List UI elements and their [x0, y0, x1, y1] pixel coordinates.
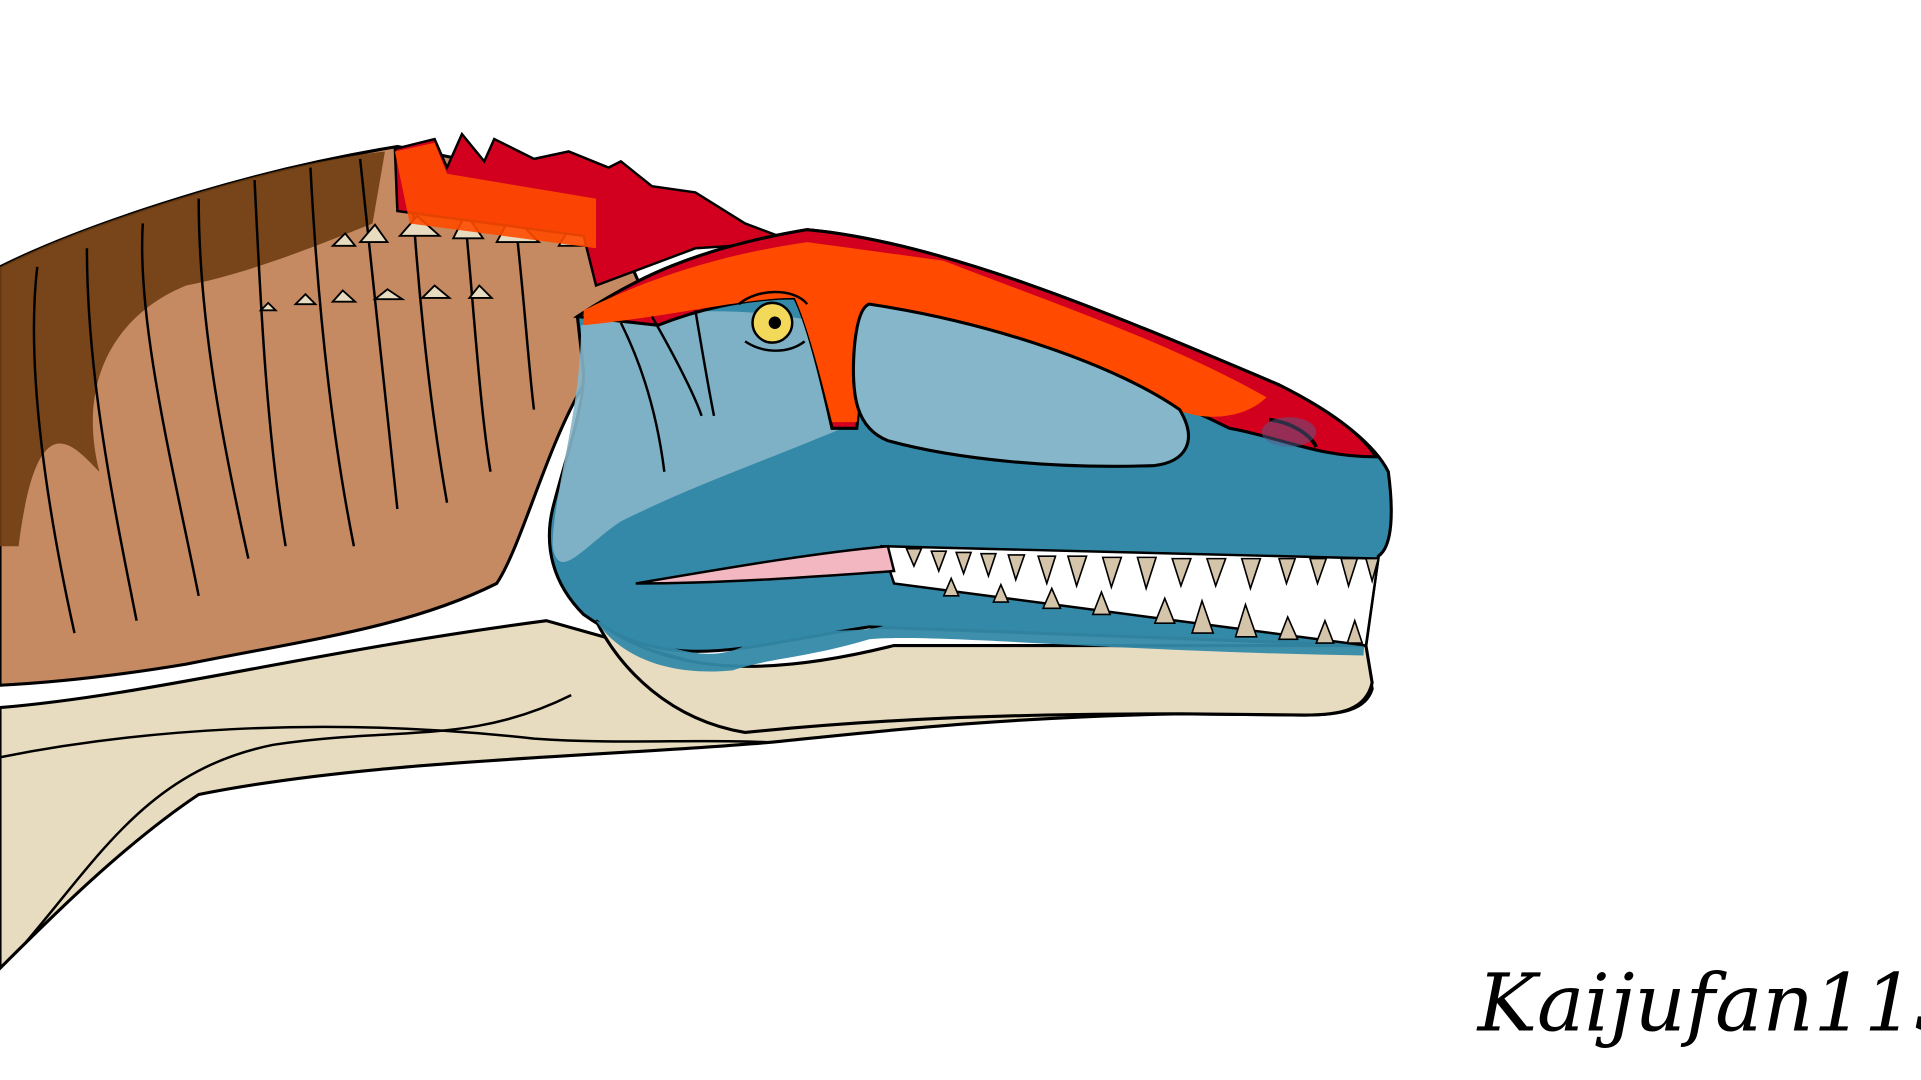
head-light-blue	[552, 311, 857, 562]
signature: Kaijufan113	[1476, 956, 1921, 1049]
tongue	[635, 544, 896, 585]
crest-orange	[583, 242, 1267, 423]
jaw-blue	[596, 620, 1366, 672]
nostril-shade	[1261, 417, 1317, 447]
neck-dark-patch	[0, 151, 385, 547]
antorbital-fenestra	[851, 302, 1190, 468]
neck-fold-line	[0, 725, 770, 759]
teeth	[905, 547, 1380, 644]
neck-fold-line	[23, 694, 572, 945]
eye	[738, 290, 809, 352]
face-wrinkles	[619, 310, 716, 472]
dorsal-orange	[394, 142, 597, 249]
